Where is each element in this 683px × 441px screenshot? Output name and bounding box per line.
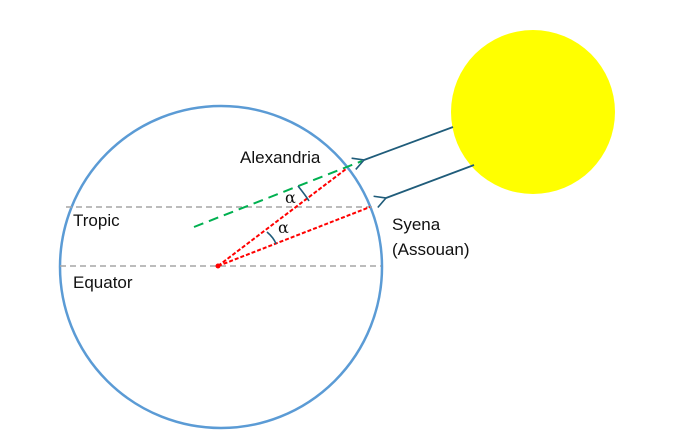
alpha-bottom-label: α <box>278 218 289 237</box>
alpha-top-label: α <box>285 188 296 207</box>
earth-center-point <box>215 263 221 269</box>
green-vertical-line <box>193 160 363 228</box>
earth-circle <box>58 104 384 430</box>
alexandria-label: Alexandria <box>240 148 321 167</box>
angle-arc-top <box>297 185 310 202</box>
red-radius-syena <box>217 206 371 267</box>
sun <box>451 30 615 194</box>
tropic-label: Tropic <box>73 211 120 230</box>
assouan-label: (Assouan) <box>392 240 470 259</box>
syena-label: Syena <box>392 215 441 234</box>
sun-ray-alexandria <box>364 126 454 160</box>
equator-label: Equator <box>73 273 133 292</box>
angle-arc-bottom <box>266 231 277 245</box>
sun-ray-syena <box>386 164 475 198</box>
red-radius-alexandria <box>217 168 347 267</box>
